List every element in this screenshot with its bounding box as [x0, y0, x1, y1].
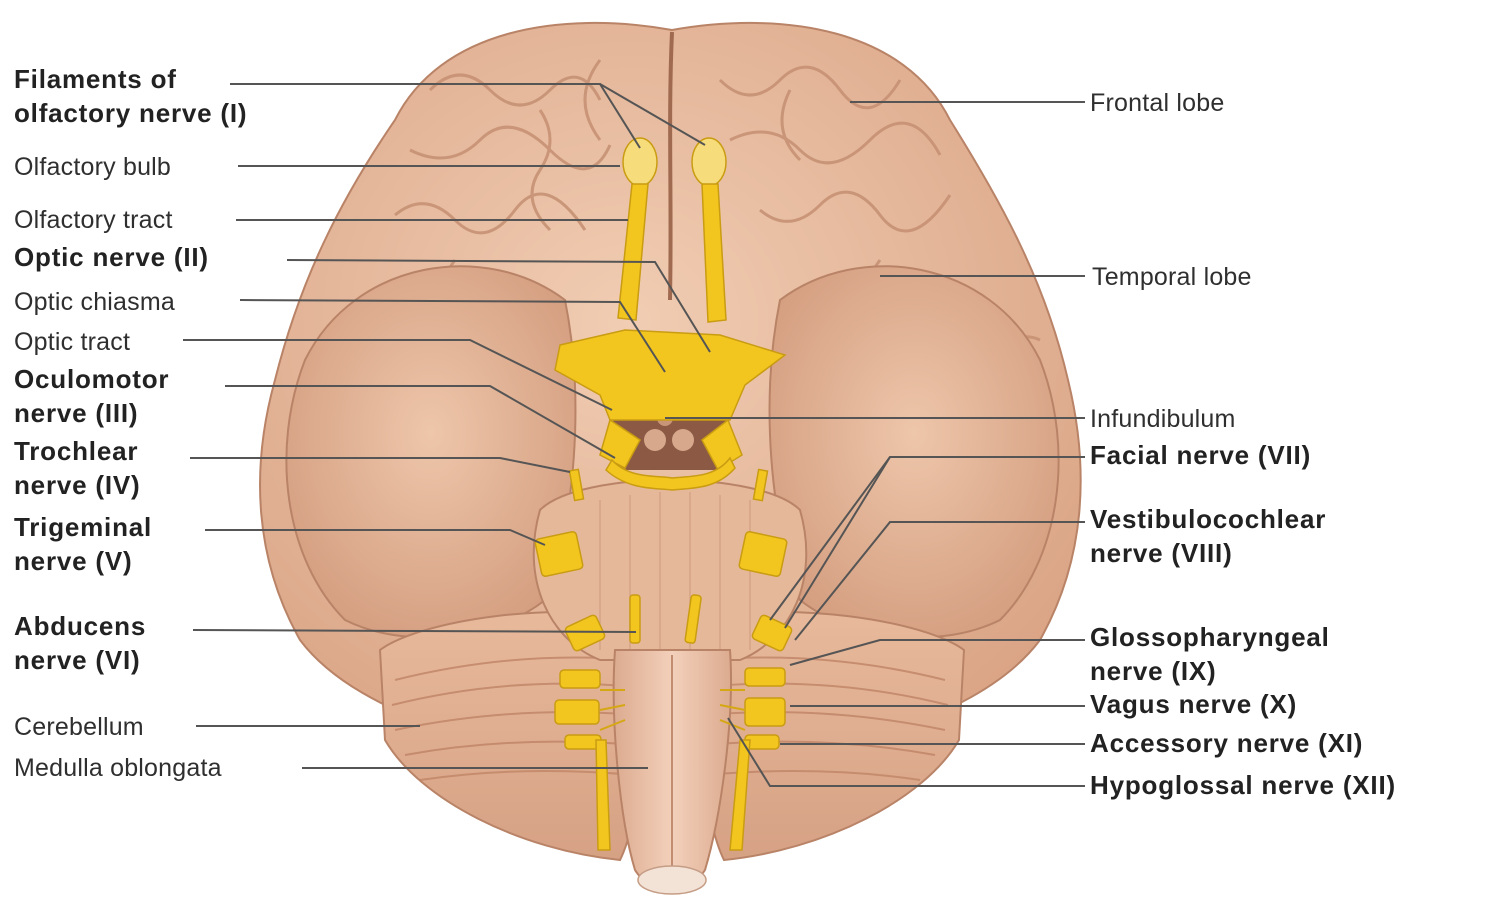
- label-trigeminal-line1: Trigeminal: [14, 510, 152, 544]
- label-vestibulocochlear: Vestibulocochlear nerve (VIII): [1090, 502, 1326, 570]
- label-glossopharyngeal-line2: nerve (IX): [1090, 654, 1330, 688]
- label-frontal-lobe: Frontal lobe: [1090, 86, 1224, 120]
- label-optic-chiasma: Optic chiasma: [14, 285, 175, 319]
- label-olfactory-bulb: Olfactory bulb: [14, 150, 171, 184]
- label-olfactory-filaments-line2: olfactory nerve (I): [14, 96, 247, 130]
- label-cerebellum: Cerebellum: [14, 710, 144, 744]
- label-medulla-oblongata: Medulla oblongata: [14, 751, 222, 785]
- label-abducens-line1: Abducens: [14, 609, 146, 643]
- label-glossopharyngeal-line1: Glossopharyngeal: [1090, 620, 1330, 654]
- label-temporal-lobe: Temporal lobe: [1092, 260, 1252, 294]
- label-oculomotor: Oculomotor nerve (III): [14, 362, 169, 430]
- medulla-oblongata: [614, 650, 731, 894]
- label-facial-nerve: Facial nerve (VII): [1090, 438, 1311, 472]
- label-optic-tract: Optic tract: [14, 325, 130, 359]
- label-accessory-nerve: Accessory nerve (XI): [1090, 726, 1363, 760]
- label-oculomotor-line1: Oculomotor: [14, 362, 169, 396]
- label-optic-nerve: Optic nerve (II): [14, 240, 209, 274]
- label-trochlear-line1: Trochlear: [14, 434, 141, 468]
- label-olfactory-filaments: Filaments of olfactory nerve (I): [14, 62, 247, 130]
- label-oculomotor-line2: nerve (III): [14, 396, 169, 430]
- label-hypoglossal-nerve: Hypoglossal nerve (XII): [1090, 768, 1396, 802]
- label-trochlear: Trochlear nerve (IV): [14, 434, 141, 502]
- label-olfactory-filaments-line1: Filaments of: [14, 62, 247, 96]
- label-trochlear-line2: nerve (IV): [14, 468, 141, 502]
- label-vagus-nerve: Vagus nerve (X): [1090, 687, 1297, 721]
- label-trigeminal-line2: nerve (V): [14, 544, 152, 578]
- label-abducens-line2: nerve (VI): [14, 643, 146, 677]
- label-infundibulum: Infundibulum: [1090, 402, 1236, 436]
- label-vestibulocochlear-line2: nerve (VIII): [1090, 536, 1326, 570]
- label-abducens: Abducens nerve (VI): [14, 609, 146, 677]
- label-olfactory-tract: Olfactory tract: [14, 203, 173, 237]
- label-glossopharyngeal: Glossopharyngeal nerve (IX): [1090, 620, 1330, 688]
- label-vestibulocochlear-line1: Vestibulocochlear: [1090, 502, 1326, 536]
- label-trigeminal: Trigeminal nerve (V): [14, 510, 152, 578]
